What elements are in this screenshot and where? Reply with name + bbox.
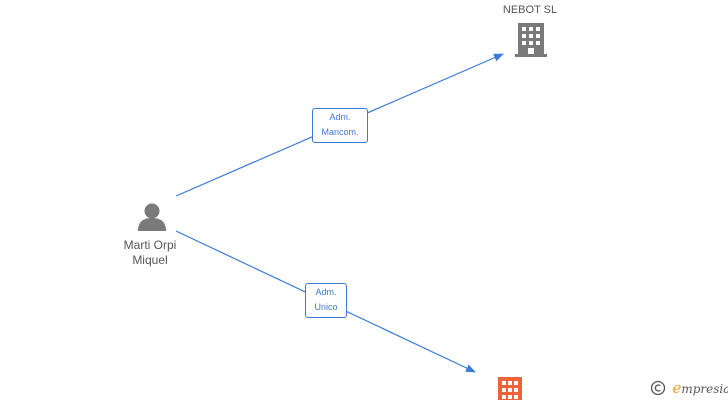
brand-watermark: empresia <box>650 379 728 399</box>
brand-logo-initial: e <box>672 379 682 397</box>
building-icon[interactable] <box>498 377 522 400</box>
relation-label-line1: Adm. <box>315 287 337 297</box>
relation-label-line1: Adm. <box>329 112 351 122</box>
relation-label-adm-unico[interactable]: Adm. Unico <box>305 283 347 318</box>
relation-label-line2: Unico <box>314 302 338 312</box>
brand-logo-rest: mpresia <box>681 382 728 396</box>
person-name-line1: Marti Orpi <box>123 238 177 252</box>
relation-label-line2: Mancom. <box>321 127 359 137</box>
building-icon[interactable] <box>515 22 547 58</box>
relation-label-adm-mancom[interactable]: Adm. Mancom. <box>312 108 368 143</box>
person-name-label[interactable]: Marti Orpi Miquel <box>100 238 200 268</box>
company-name-label[interactable]: NEBOT SL <box>502 4 558 16</box>
person-icon[interactable] <box>136 202 168 232</box>
brand-logo-text: empresia <box>672 379 728 397</box>
person-name-line2: Miquel <box>132 253 168 267</box>
copyright-icon <box>650 380 666 396</box>
